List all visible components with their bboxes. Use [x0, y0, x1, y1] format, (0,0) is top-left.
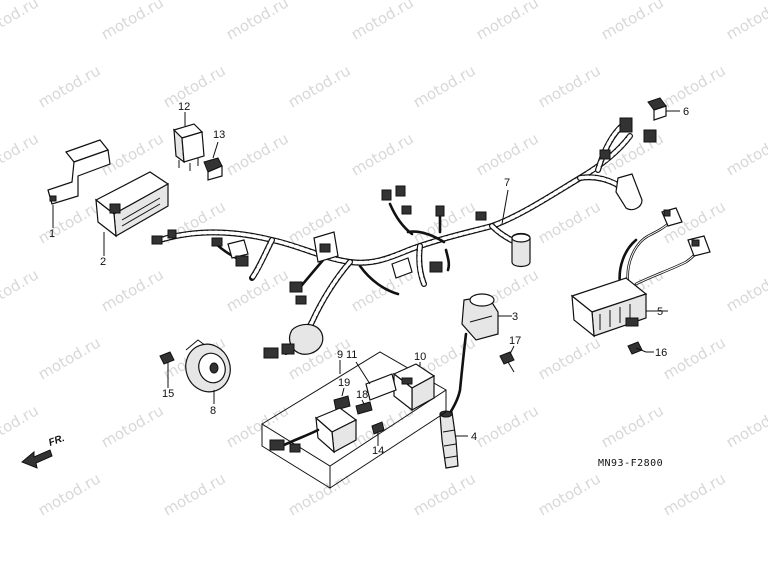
- watermark-text: motod.ru: [160, 61, 229, 111]
- leader-17: [509, 345, 515, 355]
- watermark-text: motod.ru: [348, 129, 417, 179]
- leader-13: [212, 141, 219, 159]
- callout-17: 17: [509, 335, 521, 347]
- watermark-text: motod.ru: [598, 401, 667, 451]
- part-18-connector: [355, 401, 373, 415]
- watermark-text: motod.ru: [535, 197, 604, 247]
- watermark-text: motod.ru: [410, 469, 479, 519]
- watermark-text: motod.ru: [98, 401, 167, 451]
- watermark-text: motod.ru: [535, 469, 604, 519]
- leader-19: [341, 387, 345, 397]
- part-13-connector: [203, 157, 223, 181]
- watermark-text: motod.ru: [160, 469, 229, 519]
- watermark-text: motod.ru: [223, 129, 292, 179]
- watermark-text: motod.ru: [535, 333, 604, 383]
- direction-label: FR.: [47, 433, 66, 449]
- callout-13: 13: [213, 129, 225, 141]
- part-14-screw: [371, 421, 385, 442]
- callout-15: 15: [162, 388, 174, 400]
- callout-11: 11: [346, 349, 357, 361]
- callout-1: 1: [49, 228, 55, 240]
- direction-indicator: [21, 449, 53, 469]
- callout-18: 18: [356, 389, 368, 401]
- watermark-text: motod.ru: [723, 265, 768, 315]
- part-4-plug-cap: [439, 410, 459, 469]
- watermark-text: motod.ru: [660, 469, 729, 519]
- callout-5: 5: [657, 306, 663, 318]
- part-8-horn: [185, 339, 231, 393]
- watermark-text: motod.ru: [285, 61, 354, 111]
- part-11-plate: [365, 373, 397, 401]
- watermark-text: motod.ru: [723, 129, 768, 179]
- watermark-text: motod.ru: [660, 333, 729, 383]
- callout-14: 14: [372, 445, 384, 457]
- callout-3: 3: [512, 311, 518, 323]
- watermark-text: motod.ru: [723, 0, 768, 43]
- callout-8: 8: [210, 405, 216, 417]
- watermark-text: motod.ru: [35, 61, 104, 111]
- leader-11: [355, 361, 371, 385]
- watermark-text: motod.ru: [348, 0, 417, 43]
- part-19-connector: [333, 395, 351, 411]
- callout-labels: 1 2 3 4 5 6 7 8 9 10 11 12 13 14 15 16 1…: [49, 101, 689, 457]
- part-5-regulator: [570, 207, 711, 338]
- callout-9: 9: [337, 349, 343, 361]
- part-17-screw: [499, 351, 515, 373]
- watermark-text: motod.ru: [473, 129, 542, 179]
- watermark-text: motod.ru: [35, 197, 104, 247]
- callout-10: 10: [414, 351, 426, 363]
- callout-12: 12: [178, 101, 190, 113]
- watermark-text: motod.ru: [660, 61, 729, 111]
- watermark-text: motod.ru: [598, 0, 667, 43]
- watermark-text: motod.ru: [0, 401, 42, 451]
- part-7-wire-harness: [151, 117, 657, 359]
- callout-4: 4: [471, 431, 477, 443]
- part-12-relay: [172, 123, 205, 171]
- part-1-bracket: [47, 139, 111, 205]
- watermark-text: motod.ru: [285, 469, 354, 519]
- watermark-text: motod.ru: [98, 0, 167, 43]
- watermark-text: motod.ru: [473, 0, 542, 43]
- watermark-text: motod.ru: [35, 333, 104, 383]
- watermark-text: motod.ru: [98, 265, 167, 315]
- diagram-code: MN93-F2800: [598, 458, 663, 469]
- watermark-text: motod.ru: [0, 0, 42, 43]
- leader-7: [501, 189, 509, 225]
- callout-2: 2: [100, 256, 106, 268]
- watermark-text: motod.ru: [35, 469, 104, 519]
- callout-7: 7: [504, 177, 510, 189]
- callout-19: 19: [338, 377, 350, 389]
- part-10-module: [392, 363, 436, 412]
- part-6-connector: [647, 97, 667, 121]
- watermark-text: motod.ru: [723, 401, 768, 451]
- callout-6: 6: [683, 106, 689, 118]
- watermark-text: motod.ru: [535, 61, 604, 111]
- leader-18: [361, 399, 365, 405]
- part-9-assembly-outline: [261, 351, 447, 489]
- part-15-bolt: [159, 351, 175, 380]
- part-3-ignition-coil: [446, 293, 499, 418]
- watermark-text: motod.ru: [223, 0, 292, 43]
- callout-16: 16: [655, 347, 667, 359]
- watermark-text: motod.ru: [0, 265, 42, 315]
- watermark-text: motod.ru: [410, 61, 479, 111]
- part-16-bolt: [627, 341, 647, 355]
- part-9-unit: [269, 407, 358, 454]
- watermark-text: motod.ru: [473, 401, 542, 451]
- watermark-text: motod.ru: [0, 129, 42, 179]
- part-2-control-unit: [94, 171, 170, 238]
